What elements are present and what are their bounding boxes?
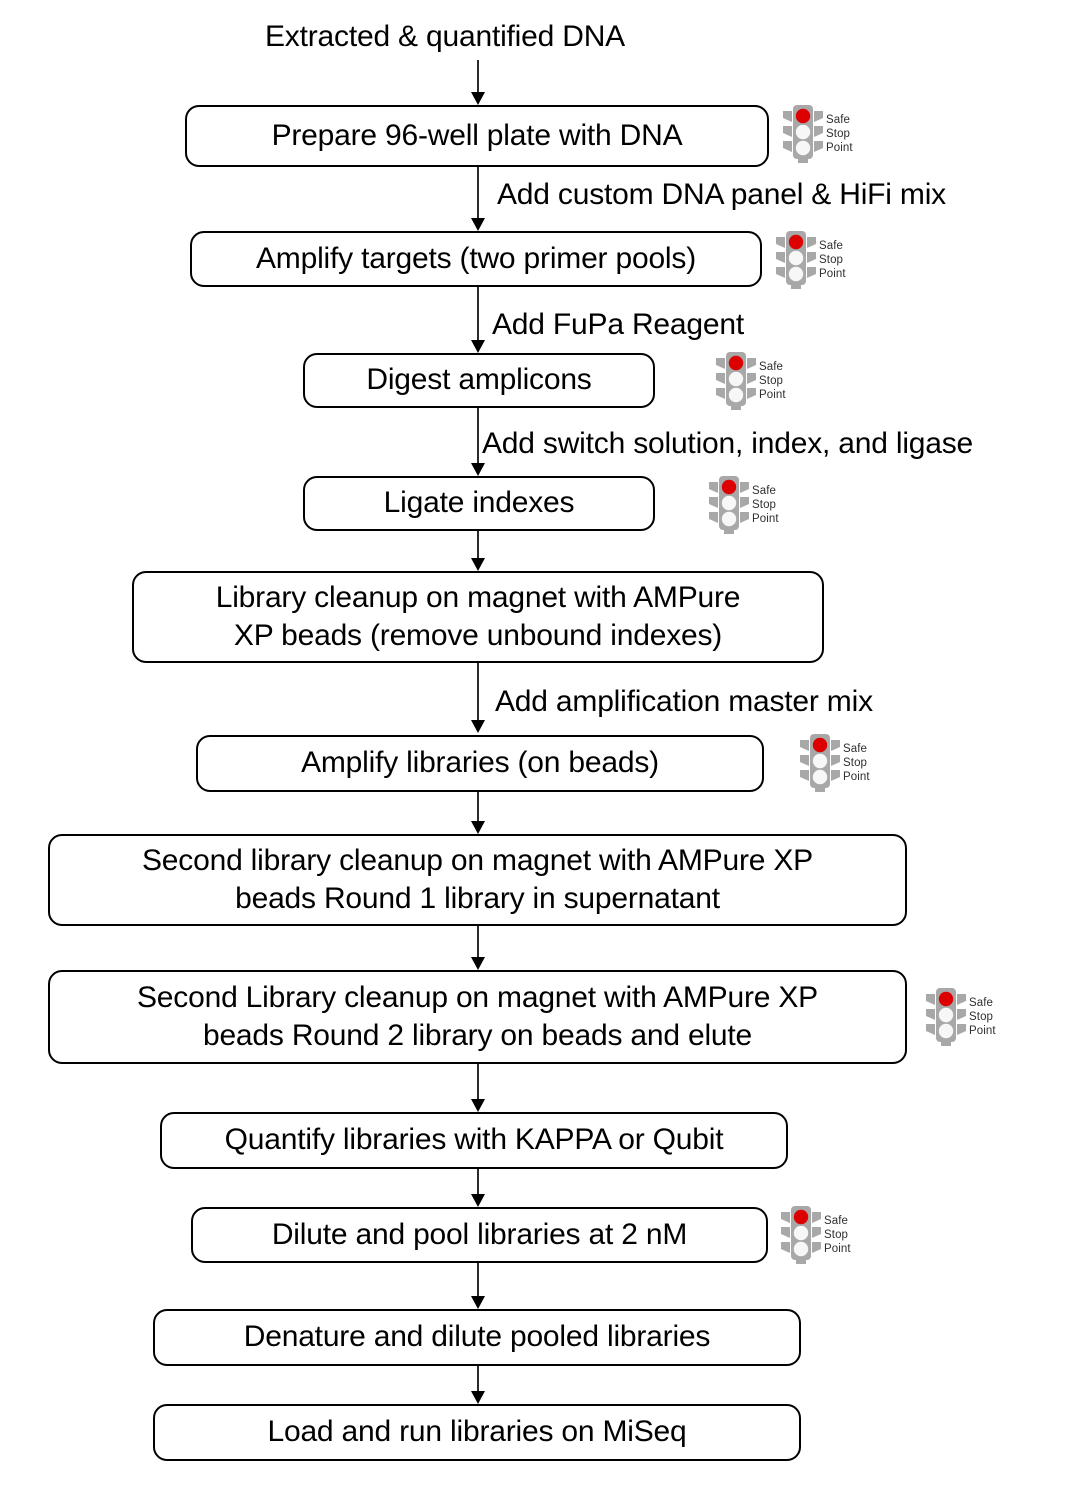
ssp-line-1: Safe: [969, 996, 994, 1009]
traffic-light-icon: [781, 1206, 821, 1264]
ssp-line-3: Point: [826, 142, 853, 155]
node-prepare-96-well-plate[interactable]: Prepare 96-well plate with DNA: [185, 105, 769, 167]
safe-stop-point-badge-7: Safe Stop Point: [781, 1206, 851, 1264]
safe-stop-point-text: Safe Stop Point: [752, 484, 779, 527]
safe-stop-point-text: Safe Stop Point: [824, 1214, 851, 1257]
start-label: Extracted & quantified DNA: [265, 20, 625, 53]
safe-stop-point-text: Safe Stop Point: [969, 996, 996, 1039]
node-digest-amplicons[interactable]: Digest amplicons: [303, 353, 655, 408]
ssp-line-1: Safe: [752, 484, 777, 497]
safe-stop-point-badge-5: Safe Stop Point: [800, 734, 870, 792]
edge-label-add-fupa-reagent: Add FuPa Reagent: [492, 308, 744, 341]
safe-stop-point-badge-2: Safe Stop Point: [776, 231, 846, 289]
edge-label-add-switch-solution: Add switch solution, index, and ligase: [482, 427, 974, 460]
ssp-line-1: Safe: [843, 742, 868, 755]
safe-stop-point-text: Safe Stop Point: [843, 742, 870, 785]
ssp-line-2: Stop: [752, 498, 777, 511]
ssp-line-3: Point: [824, 1243, 851, 1256]
node-load-and-run-miseq[interactable]: Load and run libraries on MiSeq: [153, 1404, 801, 1461]
ssp-line-1: Safe: [826, 113, 851, 126]
safe-stop-point-text: Safe Stop Point: [819, 239, 846, 282]
traffic-light-icon: [716, 352, 756, 410]
safe-stop-point-badge-4: Safe Stop Point: [709, 476, 779, 534]
ssp-line-2: Stop: [819, 253, 844, 266]
safe-stop-point-text: Safe Stop Point: [759, 360, 786, 403]
node-dilute-and-pool-libraries[interactable]: Dilute and pool libraries at 2 nM: [191, 1207, 768, 1263]
ssp-line-1: Safe: [759, 360, 784, 373]
edge-label-add-custom-dna-panel: Add custom DNA panel & HiFi mix: [497, 178, 946, 211]
ssp-line-3: Point: [843, 771, 870, 784]
node-second-library-cleanup-round-2[interactable]: Second Library cleanup on magnet with AM…: [48, 970, 907, 1064]
node-library-cleanup-ampure[interactable]: Library cleanup on magnet with AMPure XP…: [132, 571, 824, 663]
node-denature-and-dilute[interactable]: Denature and dilute pooled libraries: [153, 1309, 801, 1366]
traffic-light-icon: [800, 734, 840, 792]
node-quantify-libraries[interactable]: Quantify libraries with KAPPA or Qubit: [160, 1112, 788, 1169]
ssp-line-3: Point: [819, 268, 846, 281]
node-second-library-cleanup-round-1[interactable]: Second library cleanup on magnet with AM…: [48, 834, 907, 926]
safe-stop-point-badge-6: Safe Stop Point: [926, 988, 996, 1046]
ssp-line-2: Stop: [826, 127, 851, 140]
ssp-line-3: Point: [969, 1025, 996, 1038]
traffic-light-icon: [926, 988, 966, 1046]
safe-stop-point-badge-1: Safe Stop Point: [783, 105, 853, 163]
traffic-light-icon: [776, 231, 816, 289]
edge-label-add-amplification-master-mix: Add amplification master mix: [495, 685, 873, 718]
ssp-line-2: Stop: [759, 374, 784, 387]
ssp-line-1: Safe: [819, 239, 844, 252]
node-amplify-libraries-on-beads[interactable]: Amplify libraries (on beads): [196, 735, 764, 792]
ssp-line-2: Stop: [824, 1228, 849, 1241]
ssp-line-2: Stop: [843, 756, 868, 769]
ssp-line-3: Point: [759, 389, 786, 402]
ssp-line-2: Stop: [969, 1010, 994, 1023]
traffic-light-icon: [709, 476, 749, 534]
traffic-light-icon: [783, 105, 823, 163]
ssp-line-1: Safe: [824, 1214, 849, 1227]
safe-stop-point-badge-3: Safe Stop Point: [716, 352, 786, 410]
ssp-line-3: Point: [752, 513, 779, 526]
node-ligate-indexes[interactable]: Ligate indexes: [303, 476, 655, 531]
node-amplify-targets[interactable]: Amplify targets (two primer pools): [190, 231, 762, 287]
safe-stop-point-text: Safe Stop Point: [826, 113, 853, 156]
